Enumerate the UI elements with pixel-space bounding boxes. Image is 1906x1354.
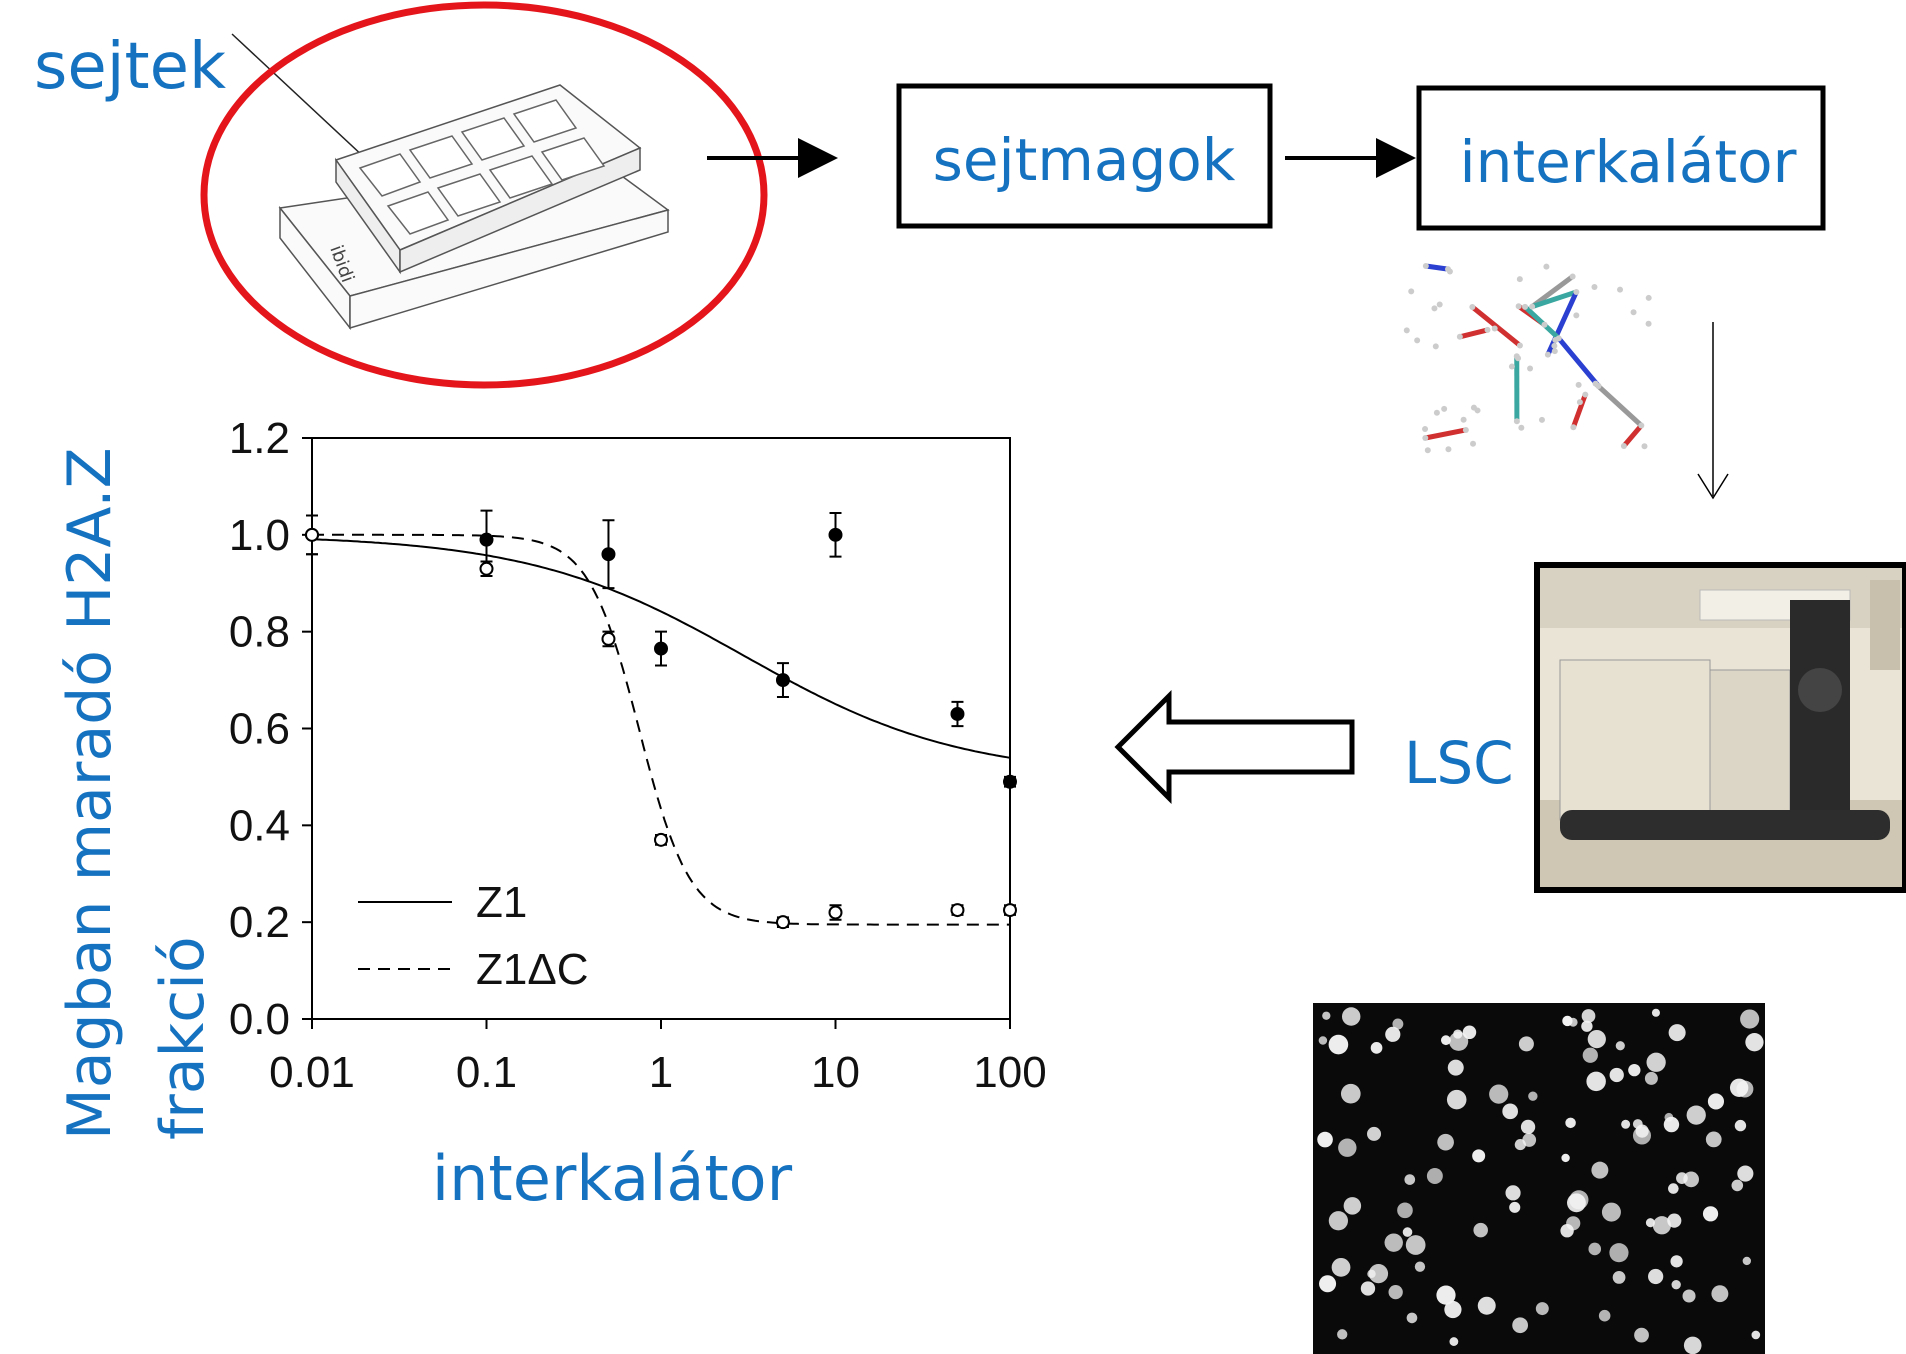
data-point-z1 <box>1003 774 1017 789</box>
data-point-z1dc <box>479 561 494 576</box>
chart: 0.0 0.2 0.4 0.6 0.8 1.0 1.2 0.01 0.1 1 10 100 Z1 Z… <box>55 414 1047 1215</box>
y-tick-label: 0.8 <box>229 608 290 657</box>
data-point-z1 <box>775 673 790 688</box>
intercalator-box <box>1416 85 1826 231</box>
data-point-z1dc <box>828 905 843 920</box>
data-point-z1 <box>950 706 965 721</box>
y-tick-label: 0.0 <box>229 995 290 1044</box>
y-tick-label: 0.4 <box>229 801 290 850</box>
arrow-left-hollow <box>1114 689 1355 805</box>
fit-curve-z1 <box>311 538 1011 759</box>
chamber-slide-icon: ibidi <box>278 84 670 331</box>
data-point-z1dc <box>775 915 790 930</box>
data-point-z1 <box>479 532 494 547</box>
molecule-structure-image <box>1403 262 1652 454</box>
data-point-z1dc <box>654 832 668 847</box>
arrow-down-head <box>1697 473 1729 500</box>
x-tick-label: 1 <box>649 1048 673 1097</box>
data-point-z1 <box>654 641 668 656</box>
data-point-z1dc <box>1003 903 1017 918</box>
x-tick-label: 10 <box>811 1048 860 1097</box>
data-point-z1 <box>828 527 843 542</box>
y-axis-label: Magban maradó H2A.Z frakció <box>55 447 218 1140</box>
nuclei-label: sejtmagok <box>933 126 1236 194</box>
data-point-z1dc <box>601 631 616 646</box>
legend: Z1 Z1ΔC <box>358 878 589 994</box>
nuclei-box <box>896 83 1273 229</box>
nuclei-fluorescence-image <box>1313 1003 1765 1354</box>
y-axis-label-line2: frakció <box>148 936 218 1140</box>
y-tick-label: 0.2 <box>229 898 290 947</box>
data-point-z1dc <box>950 903 965 918</box>
cells-label: sejtek <box>34 30 226 104</box>
x-tick-label: 0.01 <box>269 1048 355 1097</box>
pointer-line <box>231 33 381 173</box>
highlight-ellipse <box>200 1 768 389</box>
y-tick-label: 1.2 <box>229 414 290 463</box>
plot-frame <box>311 437 1011 1020</box>
y-tick-label: 0.6 <box>229 705 290 754</box>
lsc-label: LSC <box>1404 729 1514 797</box>
intercalator-label: interkalátor <box>1460 128 1797 196</box>
lsc-instrument-photo <box>1534 562 1906 893</box>
x-tick-label: 100 <box>973 1048 1046 1097</box>
y-axis-label-line1: Magban maradó H2A.Z <box>55 447 125 1140</box>
fit-curve-z1dc <box>312 533 1010 926</box>
x-axis-label: interkalátor <box>432 1142 793 1215</box>
legend-label-z1dc: Z1ΔC <box>476 945 589 994</box>
x-tick-label: 0.1 <box>456 1048 517 1097</box>
data-point-z1dc <box>305 527 319 542</box>
legend-label-z1: Z1 <box>476 878 527 927</box>
y-tick-label: 1.0 <box>229 511 290 560</box>
data-point-z1 <box>601 547 616 562</box>
